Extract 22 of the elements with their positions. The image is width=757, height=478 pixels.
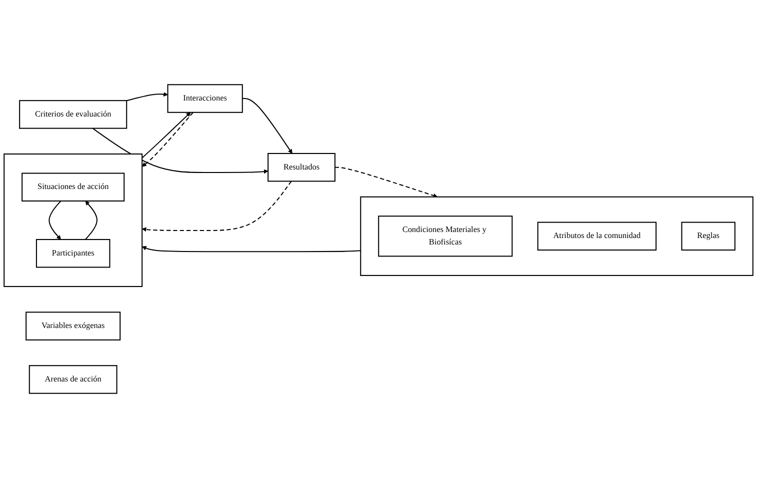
arrow: [126, 92, 168, 102]
node-box: Interacciones: [167, 84, 243, 113]
arrow: [242, 98, 292, 154]
node-box: Condiciones Materiales y Biofisícas: [378, 216, 513, 257]
node-box: Situaciones de acción: [22, 172, 125, 202]
arrow: [92, 128, 268, 174]
arrow: [142, 112, 191, 158]
arrow: [142, 246, 361, 252]
node-box: Resultados: [268, 152, 336, 182]
arrow: [142, 112, 194, 167]
node-box: Reglas: [681, 222, 736, 251]
node-box: Atributos de la comunidad: [537, 222, 657, 251]
cluster: [4, 153, 143, 288]
node-box: Variables exógenas: [26, 312, 121, 340]
node-box: Participantes: [36, 239, 110, 268]
arrow: [48, 200, 62, 240]
arrow: [142, 180, 292, 232]
node-box: Arenas de acción: [28, 365, 118, 394]
arrow: [85, 200, 98, 240]
cluster: [360, 196, 754, 276]
node-box: Criterios de evaluación: [19, 100, 128, 129]
arrow: [334, 166, 438, 198]
